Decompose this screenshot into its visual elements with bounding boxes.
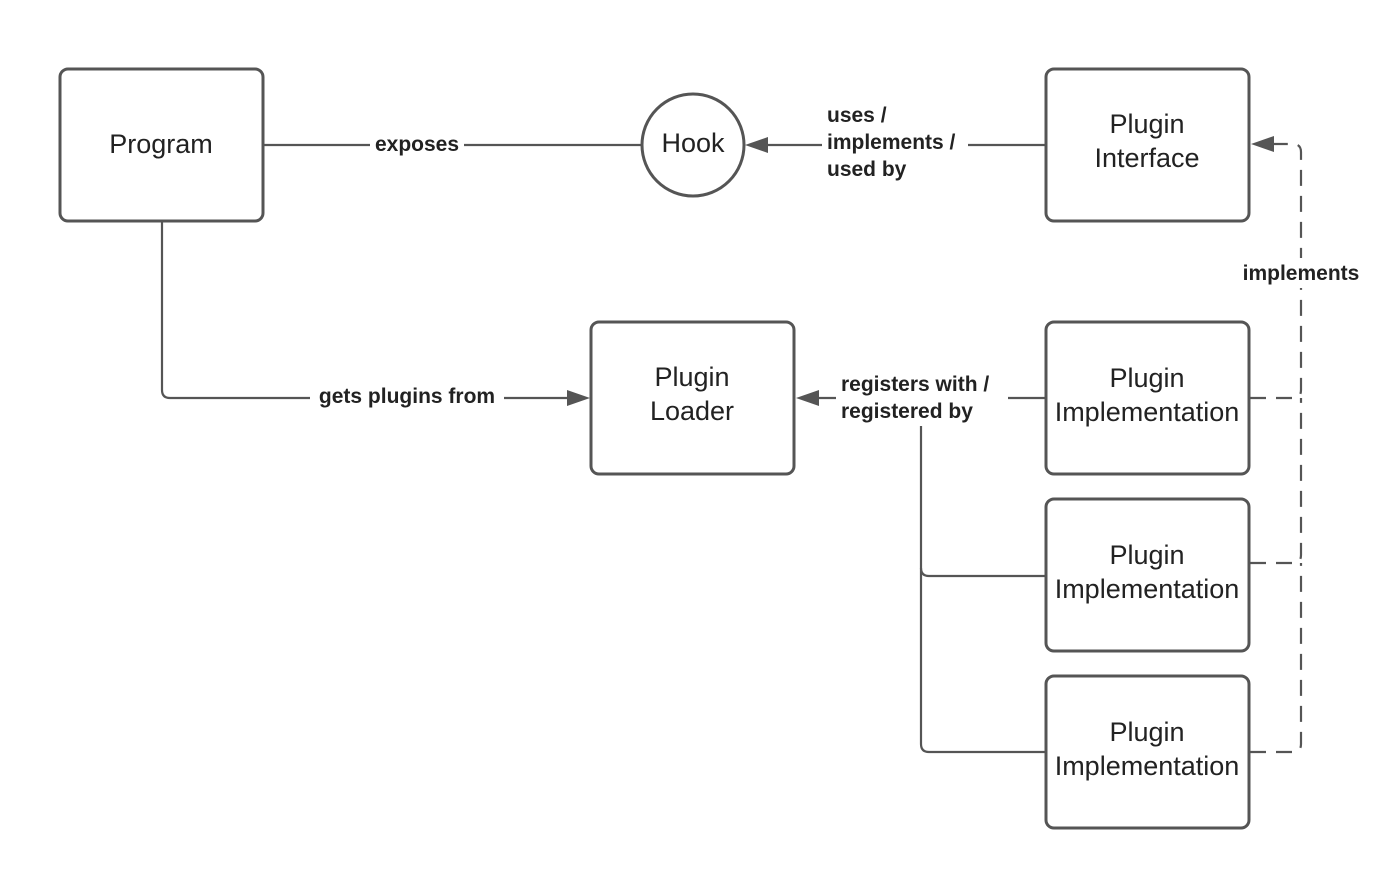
node-plugin-interface-line1: Plugin xyxy=(1109,109,1184,139)
edge-gets-plugins-from: gets plugins from xyxy=(160,222,590,411)
edge-label-registered-by: registered by xyxy=(841,400,973,423)
edge-label-implements-line: implements / xyxy=(827,131,956,154)
node-plugin-implementation-2: Plugin Implementation xyxy=(1044,497,1251,653)
edge-label-exposes: exposes xyxy=(375,133,459,156)
node-hook: Hook xyxy=(640,92,746,198)
node-hook-label: Hook xyxy=(661,128,725,158)
node-impl-3-line2: Implementation xyxy=(1055,751,1240,781)
arrowhead-to-loader xyxy=(567,390,590,406)
edge-label-registers-with: registers with / xyxy=(841,373,989,396)
node-impl-2-line1: Plugin xyxy=(1109,540,1184,570)
node-plugin-interface: Plugin Interface xyxy=(1044,67,1251,223)
node-plugin-loader-line2: Loader xyxy=(650,396,734,426)
edge-uses-implements: uses / implements / used by xyxy=(745,100,1046,188)
node-program-label: Program xyxy=(109,129,213,159)
edge-exposes: exposes xyxy=(263,130,642,158)
node-plugin-loader-line1: Plugin xyxy=(654,362,729,392)
node-impl-1-line1: Plugin xyxy=(1109,363,1184,393)
node-plugin-loader: Plugin Loader xyxy=(589,320,796,476)
arrowhead-to-interface xyxy=(1251,136,1274,152)
node-plugin-interface-line2: Interface xyxy=(1094,143,1199,173)
arrowhead-to-hook xyxy=(745,137,768,153)
edge-label-gets-plugins-from: gets plugins from xyxy=(319,385,495,408)
node-impl-2-line2: Implementation xyxy=(1055,574,1240,604)
edge-registers: registers with / registered by xyxy=(796,370,1046,754)
node-impl-1-line2: Implementation xyxy=(1055,397,1240,427)
edge-label-implements: implements xyxy=(1243,262,1360,285)
node-impl-3-line1: Plugin xyxy=(1109,717,1184,747)
node-plugin-implementation-1: Plugin Implementation xyxy=(1044,320,1251,476)
node-program: Program xyxy=(58,67,265,223)
node-plugin-implementation-3: Plugin Implementation xyxy=(1044,674,1251,830)
edge-implements: implements xyxy=(1238,136,1364,754)
edge-label-uses: uses / xyxy=(827,104,887,127)
arrowhead-to-loader-from-impl xyxy=(796,390,819,406)
edge-label-used-by: used by xyxy=(827,158,907,181)
